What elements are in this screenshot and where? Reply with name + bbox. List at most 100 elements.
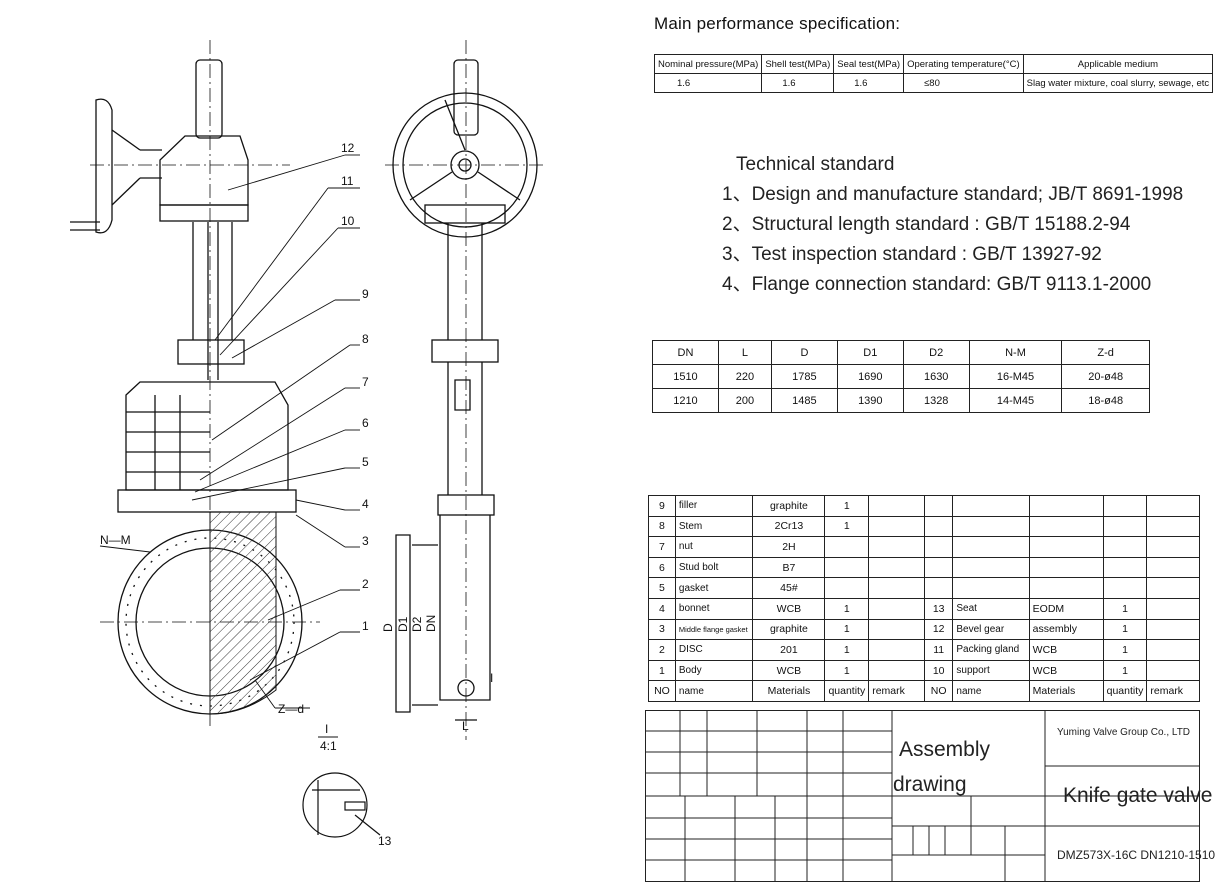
detail-callout-13: 13 bbox=[378, 834, 392, 848]
header-cell: L bbox=[717, 340, 772, 365]
callout-3: 3 bbox=[362, 534, 369, 548]
drawing-type-1: Assembly bbox=[899, 738, 991, 761]
table-cell: WCB bbox=[1028, 659, 1104, 682]
table-cell bbox=[868, 639, 925, 661]
table-cell: 1 bbox=[824, 495, 870, 517]
callout-2: 2 bbox=[362, 577, 369, 591]
table-cell: NO bbox=[648, 680, 676, 702]
table-cell: 200 bbox=[717, 388, 772, 413]
table-cell bbox=[824, 577, 870, 599]
model-number: DMZ573X-16C DN1210-1510 bbox=[1057, 848, 1215, 862]
table-cell bbox=[923, 495, 954, 517]
length-label: L bbox=[462, 719, 469, 733]
table-cell: support bbox=[952, 659, 1030, 682]
callout-labels: 12 11 10 9 8 7 6 5 4 3 2 1 N—M Z—d I 4:1… bbox=[100, 141, 493, 848]
header-cell: D1 bbox=[836, 340, 904, 365]
technical-title: Technical standard bbox=[736, 154, 895, 175]
table-cell bbox=[923, 577, 954, 599]
table-cell: 2Cr13 bbox=[752, 515, 826, 538]
table-cell bbox=[1146, 495, 1200, 517]
table-cell: 1690 bbox=[836, 364, 904, 389]
table-cell bbox=[868, 556, 925, 579]
table-cell: 16-M45 bbox=[968, 364, 1063, 389]
callout-9: 9 bbox=[362, 287, 369, 301]
zd-label: Z—d bbox=[278, 702, 304, 716]
table-cell: 10 bbox=[923, 659, 954, 682]
technical-item: 1、Design and manufacture standard; JB/T … bbox=[722, 184, 1184, 205]
table-cell: nut bbox=[674, 536, 754, 558]
callout-12: 12 bbox=[341, 141, 355, 155]
table-cell: 45# bbox=[752, 577, 826, 599]
table-cell: Seat bbox=[952, 597, 1030, 620]
table-cell: 1 bbox=[824, 618, 870, 641]
table-cell: filler bbox=[674, 495, 754, 517]
detail-scale: 4:1 bbox=[320, 739, 337, 753]
table-cell: bonnet bbox=[674, 597, 754, 620]
table-cell: assembly bbox=[1028, 618, 1104, 641]
table-cell bbox=[1028, 495, 1104, 517]
title-block-grid bbox=[645, 710, 1200, 882]
table-cell: Body bbox=[674, 659, 754, 682]
table-cell: NO bbox=[923, 680, 954, 702]
table-cell: Slag water mixture, coal slurry, sewage,… bbox=[1022, 73, 1214, 93]
table-cell: 220 bbox=[717, 364, 772, 389]
table-cell: 8 bbox=[648, 515, 676, 538]
table-cell bbox=[1146, 556, 1200, 579]
table-row: DN L D D1 D2 N-M Z-d bbox=[652, 340, 1150, 365]
table-cell: graphite bbox=[752, 618, 826, 641]
table-cell: 1 bbox=[824, 597, 870, 620]
callout-11: 11 bbox=[341, 174, 354, 188]
table-cell: 6 bbox=[648, 556, 676, 579]
table-cell: remark bbox=[1146, 680, 1200, 702]
table-cell: 13 bbox=[923, 597, 954, 620]
dim-d2: D2 bbox=[410, 616, 424, 632]
table-cell bbox=[1102, 556, 1148, 579]
table-cell: Bevel gear bbox=[952, 618, 1030, 641]
table-cell: ≤80 bbox=[903, 73, 1024, 93]
table-cell bbox=[1028, 577, 1104, 599]
table-cell: 1 bbox=[1102, 618, 1148, 641]
table-cell bbox=[1146, 536, 1200, 558]
table-cell bbox=[1028, 515, 1104, 538]
table-cell: Stud bolt bbox=[674, 556, 754, 579]
table-cell bbox=[1028, 536, 1104, 558]
table-cell: 2 bbox=[648, 639, 676, 661]
header-cell: D bbox=[770, 340, 838, 365]
table-cell: 201 bbox=[752, 639, 826, 661]
table-cell: graphite bbox=[752, 495, 826, 517]
callout-1: 1 bbox=[362, 619, 369, 633]
table-cell bbox=[952, 515, 1030, 538]
table-cell: 1 bbox=[824, 659, 870, 682]
front-view bbox=[70, 40, 320, 730]
section-mark: I bbox=[490, 671, 493, 685]
table-cell: quantity bbox=[1102, 680, 1148, 702]
table-cell bbox=[952, 556, 1030, 579]
spec-title: Main performance specification: bbox=[654, 14, 901, 33]
technical-item: 2、Structural length standard : GB/T 1518… bbox=[722, 214, 1131, 235]
table-cell: 1328 bbox=[902, 388, 970, 413]
callout-5: 5 bbox=[362, 455, 369, 469]
table-cell: 2H bbox=[752, 536, 826, 558]
callout-8: 8 bbox=[362, 332, 369, 346]
table-cell: 1 bbox=[824, 639, 870, 661]
callout-10: 10 bbox=[341, 214, 355, 228]
table-cell bbox=[1146, 659, 1200, 682]
table-cell bbox=[824, 536, 870, 558]
table-cell: 11 bbox=[923, 639, 954, 661]
header-cell: N-M bbox=[968, 340, 1063, 365]
table-row: 1510 220 1785 1690 1630 16-M45 20-ø48 bbox=[652, 364, 1150, 389]
header-cell: Z-d bbox=[1061, 340, 1150, 365]
table-cell: 1.6 bbox=[761, 73, 835, 93]
dim-dn: DN bbox=[424, 615, 438, 632]
dim-d1: D1 bbox=[396, 616, 410, 632]
table-cell bbox=[1028, 556, 1104, 579]
table-cell: 20-ø48 bbox=[1061, 364, 1150, 389]
title-block: Assembly drawing Yuming Valve Group Co.,… bbox=[645, 710, 1215, 882]
table-cell: 1 bbox=[1102, 639, 1148, 661]
table-cell: 1210 bbox=[652, 388, 719, 413]
